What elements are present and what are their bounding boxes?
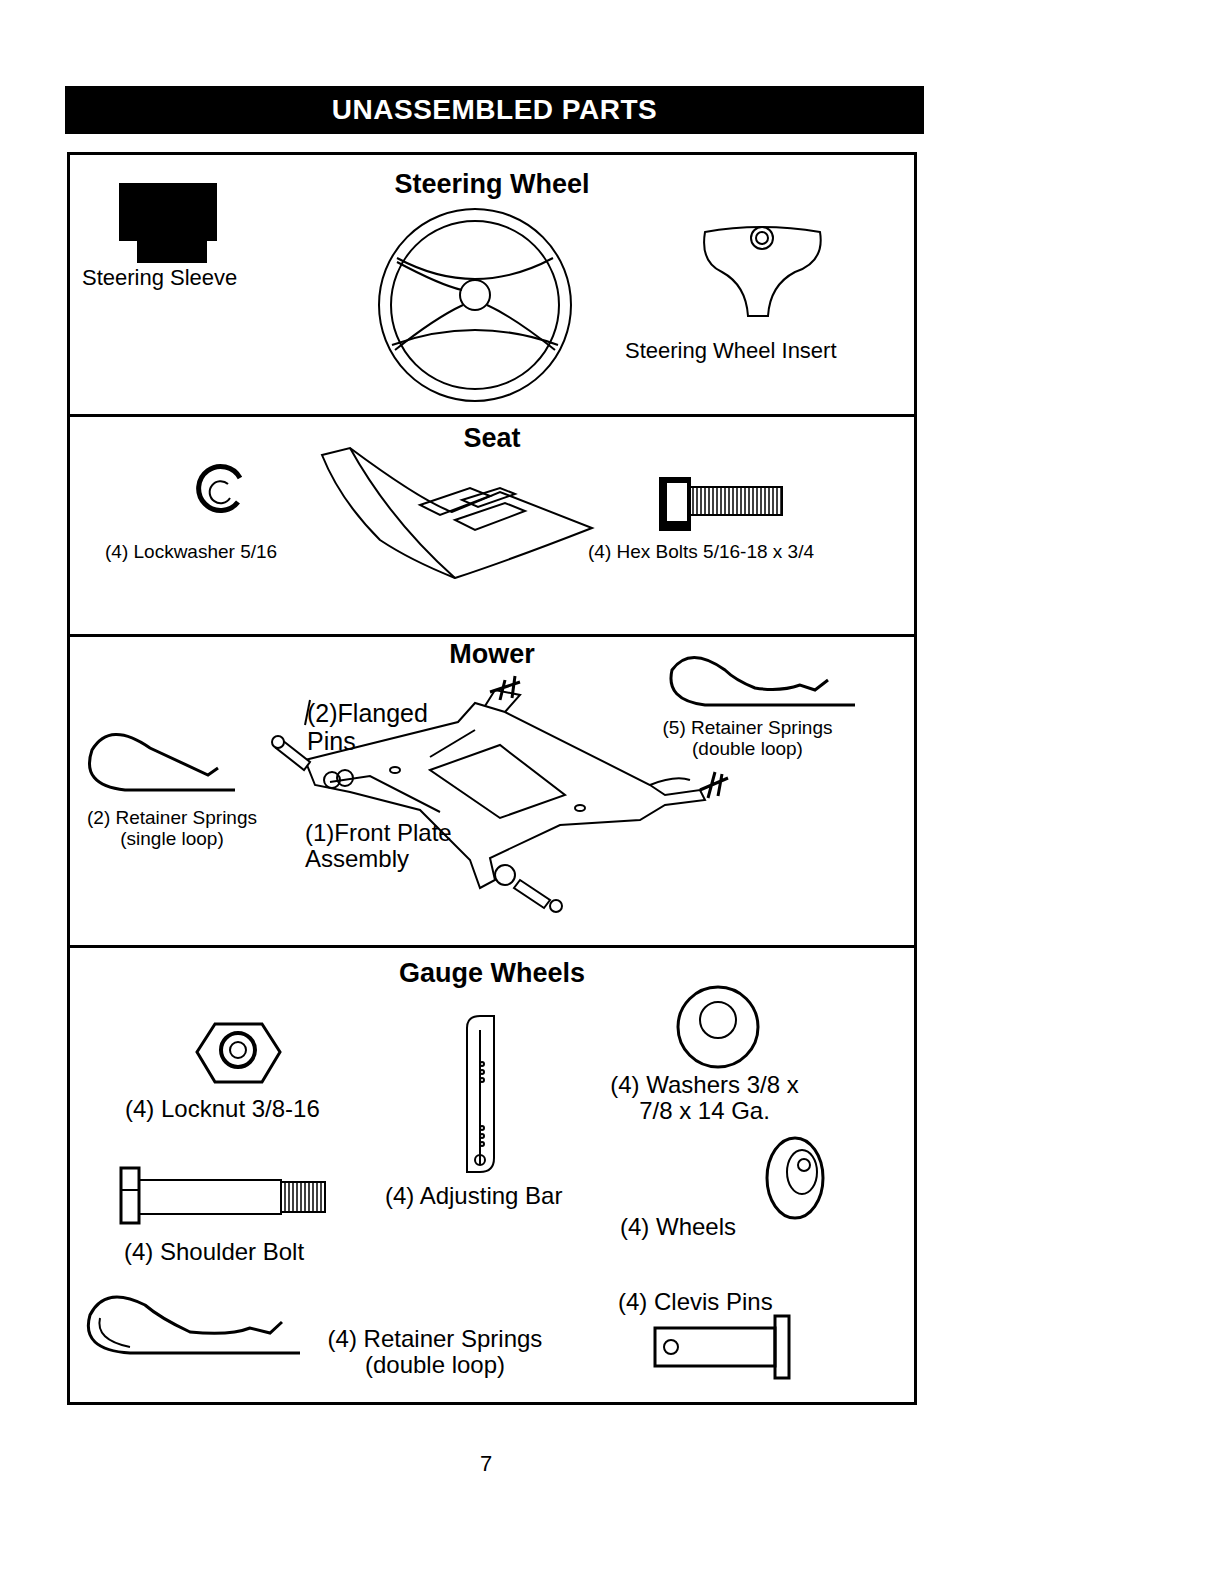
section-heading: Seat <box>70 423 914 454</box>
part-label: Steering Wheel Insert <box>625 339 837 363</box>
section-heading: Gauge Wheels <box>70 958 914 989</box>
part-label: (4) Locknut 3/8-16 <box>125 1096 320 1122</box>
part-label: (1)Front Plate Assembly <box>305 820 480 873</box>
part-label: (4) Clevis Pins <box>618 1289 773 1315</box>
part-label: (4) Hex Bolts 5/16-18 x 3/4 <box>588 542 814 563</box>
part-label: Steering Sleeve <box>82 266 237 290</box>
title-band: UNASSEMBLED PARTS <box>65 86 924 134</box>
part-label: (4) Shoulder Bolt <box>124 1239 304 1265</box>
parts-section: Mower <box>67 634 917 948</box>
part-label: (4) Lockwasher 5/16 <box>105 542 277 563</box>
section-heading: Mower <box>70 639 914 670</box>
part-label: (4) Wheels <box>620 1214 736 1240</box>
part-label: (4) Retainer Springs (double loop) <box>300 1326 570 1379</box>
title-text: UNASSEMBLED PARTS <box>332 94 657 126</box>
page-number: 7 <box>480 1452 492 1476</box>
part-label: (4) Washers 3/8 x 7/8 x 14 Ga. <box>592 1072 817 1125</box>
parts-section: Seat <box>67 414 917 637</box>
part-label: (2)Flanged Pins <box>307 700 447 755</box>
part-label: (5) Retainer Springs (double loop) <box>640 718 855 760</box>
part-label: (2) Retainer Springs (single loop) <box>72 808 272 850</box>
section-heading: Steering Wheel <box>70 169 914 200</box>
part-label: (4) Adjusting Bar <box>385 1183 562 1209</box>
